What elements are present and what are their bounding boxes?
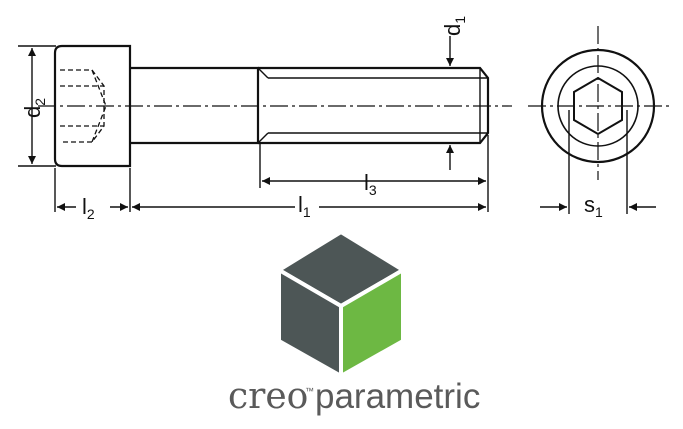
dimension-l3 xyxy=(259,135,489,212)
hex-socket-icon xyxy=(573,76,623,136)
s1-label: s1 xyxy=(584,192,603,220)
creo-cube-logo xyxy=(277,230,405,378)
dimension-l2-l1 xyxy=(54,168,486,212)
brand-parametric-text: parametric xyxy=(315,377,480,416)
brand-creo-text: creo xyxy=(228,376,308,417)
shank-circle xyxy=(557,65,639,147)
l3-label: l3 xyxy=(364,170,377,198)
thread-start-top xyxy=(257,67,269,79)
l1-label: l1 xyxy=(298,192,311,220)
brand-trademark: ™ xyxy=(305,386,314,396)
dimension-d2 xyxy=(18,45,56,167)
l2-label: l2 xyxy=(82,194,95,222)
screw-head-outline xyxy=(53,44,132,168)
dimension-s1 xyxy=(540,110,656,214)
creo-parametric-wordmark: creo ™ parametric xyxy=(228,376,480,417)
d1-label: d1 xyxy=(440,16,468,36)
thread-start-bottom xyxy=(257,132,269,144)
d2-label: d2 xyxy=(20,98,48,118)
head-circle xyxy=(540,48,656,164)
screw-end-view xyxy=(528,26,672,180)
